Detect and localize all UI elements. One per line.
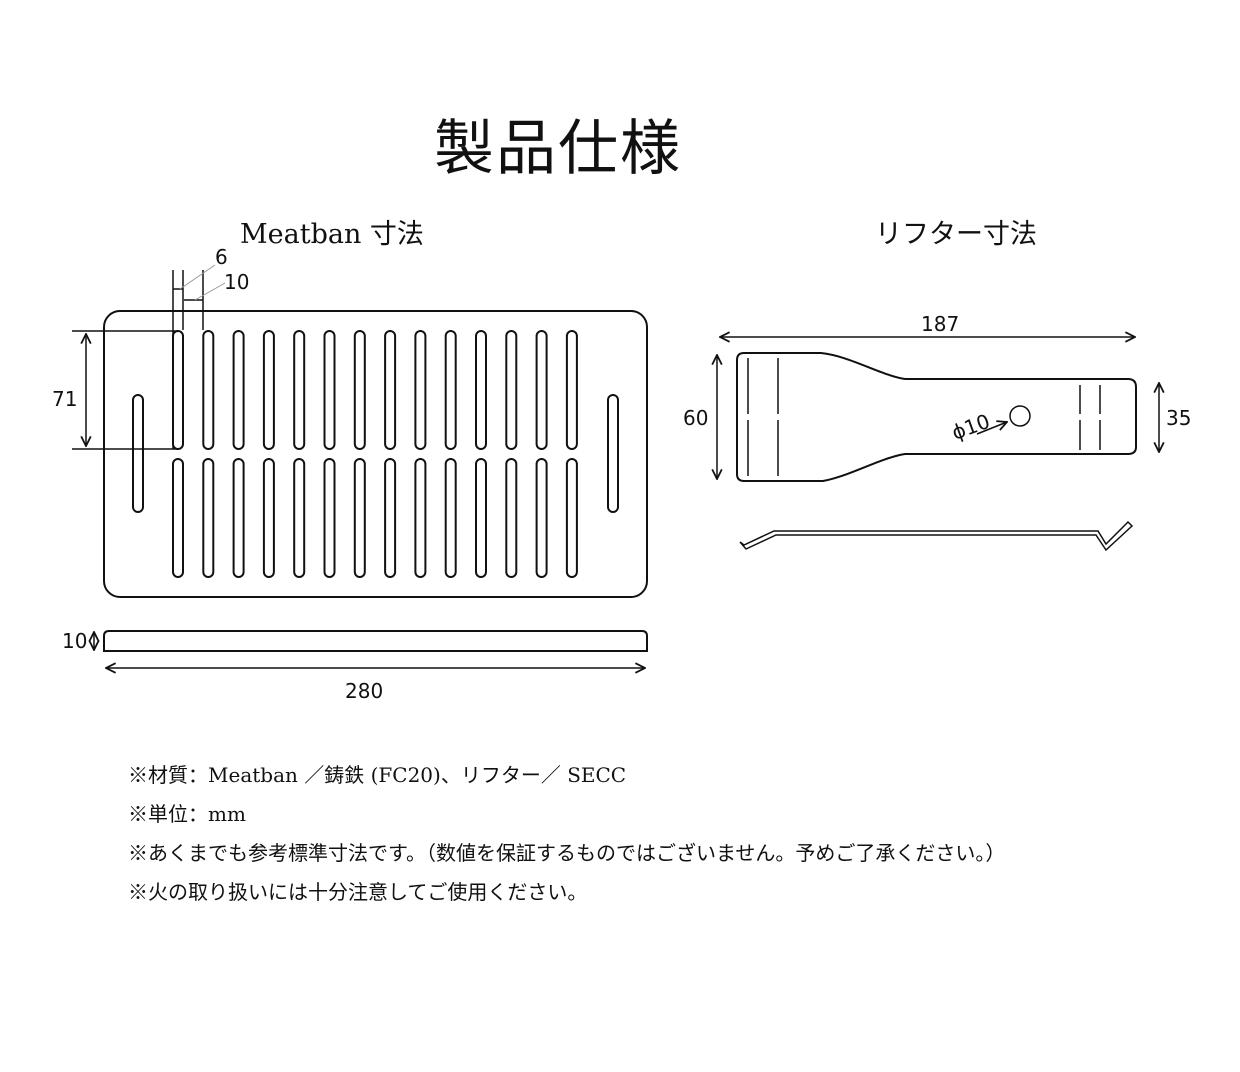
grill-slot bbox=[353, 458, 366, 578]
lifter-side bbox=[739, 520, 1134, 552]
side-slot-right bbox=[607, 394, 619, 513]
meatban-plate bbox=[103, 310, 648, 598]
grill-slot bbox=[565, 330, 578, 450]
grill-slot bbox=[414, 458, 427, 578]
grill-slot bbox=[232, 458, 245, 578]
grill-slot bbox=[323, 330, 336, 450]
meatban-slots bbox=[172, 330, 578, 578]
dim-slot-pitch: 10 bbox=[224, 270, 249, 294]
dim-slot-width: 6 bbox=[215, 245, 228, 269]
lifter-heading: リフター寸法 bbox=[875, 219, 1037, 250]
meatban-heading: Meatban 寸法 bbox=[240, 219, 424, 250]
grill-slot bbox=[384, 330, 397, 450]
grill-slot bbox=[505, 330, 518, 450]
lifter-outline bbox=[736, 352, 1137, 482]
note-fire-caution: ※火の取り扱いには十分注意してご使用ください。 bbox=[128, 880, 588, 904]
grill-slot bbox=[384, 458, 397, 578]
notes: ※材質：Meatban ／鋳鉄 (FC20)、リフター／ SECC ※単位：mm… bbox=[128, 756, 1005, 912]
dim-slot-length: 71 bbox=[52, 387, 77, 411]
grill-slot bbox=[172, 458, 184, 578]
dim-handle-width: 35 bbox=[1166, 406, 1191, 430]
note-material: ※材質：Meatban ／鋳鉄 (FC20)、リフター／ SECC bbox=[128, 763, 627, 787]
grill-slot bbox=[293, 330, 306, 450]
grill-slot bbox=[535, 458, 548, 578]
meatban-side bbox=[103, 630, 648, 652]
grill-slot bbox=[505, 458, 518, 578]
dim-head-width: 60 bbox=[683, 406, 708, 430]
grill-slot bbox=[262, 330, 275, 450]
grill-slot bbox=[232, 330, 245, 450]
dim-thickness: 10 bbox=[62, 629, 87, 653]
grill-slot bbox=[202, 458, 215, 578]
lifter-hole bbox=[1009, 405, 1031, 427]
note-unit: ※単位：mm bbox=[128, 802, 246, 826]
grill-slot bbox=[444, 458, 457, 578]
grill-slot bbox=[444, 330, 457, 450]
dim-width: 280 bbox=[345, 679, 383, 703]
dim-hole: ϕ10 bbox=[949, 409, 994, 445]
grill-slot bbox=[475, 330, 487, 450]
dim-lifter-length: 187 bbox=[921, 312, 959, 336]
grill-slot bbox=[414, 330, 427, 450]
grill-slot bbox=[323, 458, 336, 578]
grill-slot bbox=[475, 458, 487, 578]
grill-slot bbox=[535, 330, 548, 450]
page-title: 製品仕様 bbox=[434, 114, 682, 184]
side-slot-left bbox=[132, 394, 144, 513]
grill-slot bbox=[262, 458, 275, 578]
grill-slot bbox=[353, 330, 366, 450]
grill-slot bbox=[202, 330, 215, 450]
note-disclaimer: ※あくまでも参考標準寸法です。（数値を保証するものではございません。予めご了承く… bbox=[128, 841, 1006, 865]
grill-slot bbox=[565, 458, 578, 578]
grill-slot bbox=[293, 458, 306, 578]
grill-slot bbox=[172, 330, 184, 450]
